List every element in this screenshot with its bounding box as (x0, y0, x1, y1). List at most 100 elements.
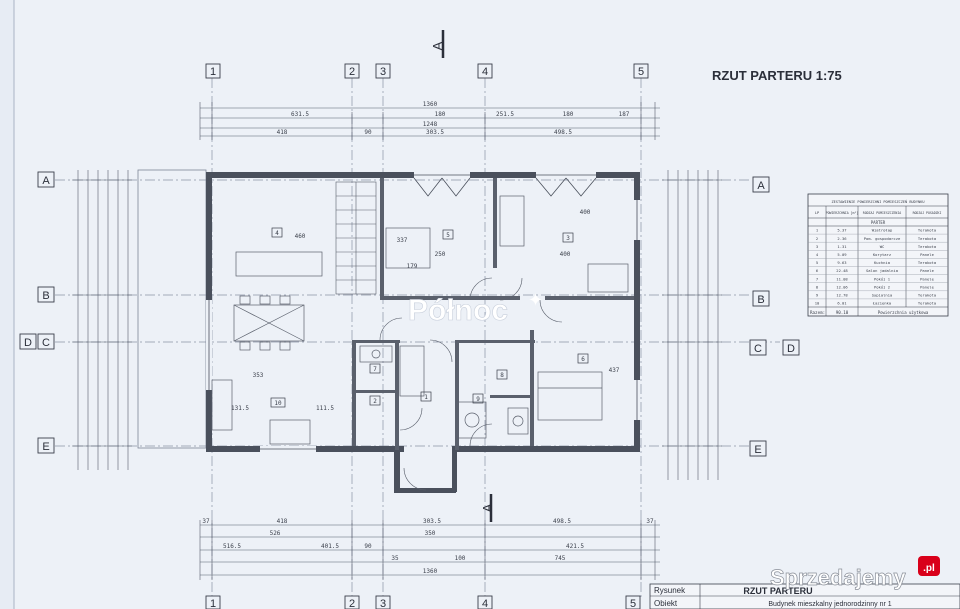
room-dim: 337 (397, 237, 408, 244)
table-cell: 12.06 (836, 284, 848, 289)
table-cell: Panele (920, 276, 934, 281)
grid-col-label: 5 (638, 66, 644, 78)
title-block-label-1: Rysunek (654, 586, 686, 595)
table-cell: Terakota (918, 260, 936, 265)
table-cell: 2 (816, 236, 818, 241)
room-number: 7 (373, 366, 377, 373)
room-dim: 460 (295, 233, 306, 240)
room-number: 4 (275, 230, 279, 237)
table-total-value: 90.10 (836, 310, 849, 315)
dimension-lines-left (72, 170, 132, 470)
dim-label: 90 (364, 543, 372, 550)
grid-row-markers-left: A B D C E (19, 171, 55, 454)
table-cell: 1 (816, 228, 819, 233)
grid-row-label: E (754, 444, 761, 456)
room-dim: 437 (609, 367, 620, 374)
room-number: 6 (581, 356, 585, 363)
table-cell: Terakota (918, 236, 936, 241)
table-cell: Pokój 1 (874, 276, 891, 281)
dim-label: 350 (425, 530, 436, 537)
dim-label: 498.5 (554, 129, 572, 136)
dimension-lines-right (662, 170, 722, 480)
table-cell: Pokój 2 (874, 284, 890, 289)
brand-name: Sprzedajemy (770, 565, 906, 590)
table-cell: Terakota (918, 228, 936, 233)
table-section: PARTER (871, 220, 886, 225)
furniture (211, 195, 629, 445)
dim-label: 187 (619, 111, 630, 118)
title-block-label-2: Obiekt (654, 599, 678, 608)
dim-label: 401.5 (321, 543, 339, 550)
watermark: Północ ✦ (408, 290, 543, 327)
grid-col-label: 1 (210, 66, 216, 78)
watermark-text: Północ (408, 294, 508, 327)
room-number: 9 (476, 396, 480, 403)
table-cell: Terakota (918, 293, 936, 298)
table-cell: Sypialnia (872, 293, 893, 298)
dim-label: 37 (202, 518, 210, 525)
dim-label: 526 (270, 530, 281, 537)
table-cell: Salon jadalnia (866, 268, 898, 273)
grid-row-label: C (754, 343, 762, 355)
room-number: 2 (373, 398, 377, 405)
dim-label: 1360 (423, 568, 438, 575)
table-title: ZESTAWIENIE POWIERZCHNI POMIESZCZEŃ BUDY… (831, 199, 924, 204)
table-cell: 9 (816, 293, 819, 298)
grid-row-label: B (757, 294, 764, 306)
dim-label: 745 (555, 555, 566, 562)
table-cell: Pom. gospodarcze (864, 236, 901, 241)
grid-column-markers-bottom: 1 2 3 4 5 (205, 595, 641, 609)
table-cell: WC (880, 244, 885, 249)
grid-col-label: 5 (630, 598, 636, 609)
room-dim: 400 (580, 209, 591, 216)
room-number: 5 (446, 232, 450, 239)
dim-label: 516.5 (223, 543, 241, 550)
table-cell: Panele (920, 284, 934, 289)
table-cell: Terakota (918, 301, 936, 306)
table-cell: Kuchnia (874, 260, 890, 265)
dim-label: 251.5 (496, 111, 514, 118)
dim-label: 37 (646, 518, 654, 525)
table-cell: 7 (816, 276, 818, 281)
grid-row-label: A (42, 175, 50, 187)
table-cell: 12.78 (836, 293, 848, 298)
dimension-lines-top (199, 102, 660, 140)
table-cell: 6.01 (837, 301, 847, 306)
section-mark-bottom: A (480, 503, 495, 512)
table-total-note: Powierzchnia użytkowa (878, 310, 929, 315)
grid-col-label: 4 (482, 66, 488, 78)
table-cell: 2.36 (837, 236, 847, 241)
dim-label: 100 (455, 555, 466, 562)
dim-label: 180 (435, 111, 446, 118)
dim-label: 303.5 (426, 129, 444, 136)
grid-row-label: E (42, 441, 49, 453)
brand-badge (918, 556, 940, 576)
table-cell: 8 (816, 284, 819, 289)
table-cell: 5.37 (837, 228, 846, 233)
room-number: 1 (424, 394, 428, 401)
table-cell: Łazienka (872, 301, 891, 306)
grid-row-label: D (24, 337, 32, 349)
dim-label: 421.5 (566, 543, 584, 550)
table-total-label: Razem: (810, 310, 825, 315)
area-table: ZESTAWIENIE POWIERZCHNI POMIESZCZEŃ BUDY… (807, 193, 949, 317)
dim-label: 631.5 (291, 111, 309, 118)
title-block-value-1: RZUT PARTERU (743, 586, 812, 596)
grid-col-label: 2 (349, 66, 355, 78)
watermark-star-icon: ✦ (528, 290, 543, 311)
grid-row-label: A (757, 180, 765, 192)
table-cell: 1.31 (837, 244, 847, 249)
table-cell: 6 (816, 268, 819, 273)
section-marks: A A (430, 30, 495, 522)
table-cell: 22.48 (836, 268, 848, 273)
room-dim: 111.5 (316, 405, 334, 412)
table-header: RODZAJ POMIESZCZENIA (863, 211, 901, 215)
brand-logo: Sprzedajemy .pl (770, 556, 940, 590)
grid-row-markers-right: A B C D E (749, 176, 800, 457)
dim-label: 418 (277, 129, 288, 136)
grid-col-label: 1 (210, 598, 216, 609)
room-number: 3 (566, 235, 570, 242)
